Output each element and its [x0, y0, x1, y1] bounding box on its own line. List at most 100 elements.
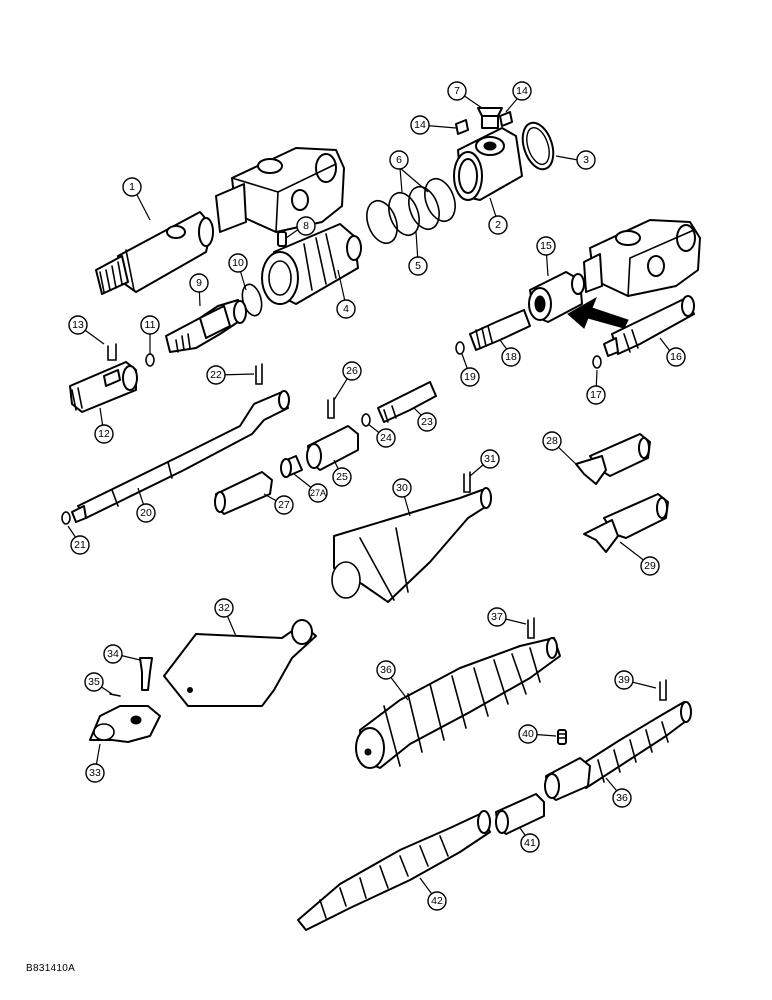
svg-text:26: 26 [346, 365, 358, 377]
part-5-6-o-rings [366, 177, 456, 245]
svg-text:2: 2 [495, 219, 501, 231]
part-41-sleeve [495, 793, 545, 835]
callout-30: 30 [392, 478, 412, 498]
part-34-bolt [139, 657, 153, 691]
svg-text:10: 10 [232, 257, 244, 269]
part-24-ring [361, 413, 371, 427]
svg-text:29: 29 [644, 560, 656, 572]
svg-text:11: 11 [145, 319, 156, 331]
part-23-stem [377, 381, 437, 423]
svg-text:9: 9 [196, 277, 202, 289]
svg-text:14: 14 [414, 119, 426, 131]
fitting-14-left [455, 119, 469, 135]
svg-text:28: 28 [546, 435, 558, 447]
callout-42: 42 [427, 891, 447, 911]
callout-10: 10 [228, 253, 248, 273]
svg-text:37: 37 [491, 611, 503, 623]
part-28-blade [575, 433, 651, 485]
callout-17: 17 [586, 385, 606, 405]
valve-body-right [583, 219, 701, 297]
callout-40: 40 [518, 724, 538, 744]
svg-text:35: 35 [88, 676, 100, 688]
part-19-ring [455, 341, 465, 355]
part-38-small-auger [544, 701, 692, 801]
callout-37: 37 [487, 607, 507, 627]
svg-text:1: 1 [129, 181, 135, 193]
svg-text:3: 3 [583, 154, 589, 166]
svg-text:25: 25 [336, 471, 348, 483]
callout-11: 11 [140, 315, 160, 335]
callout-21: 21 [70, 535, 90, 555]
callout-5: 5 [408, 256, 428, 276]
fitting-14-right [499, 111, 513, 127]
callout-28: 28 [542, 431, 562, 451]
part-9-spool-end [165, 299, 247, 353]
valve-body-left [215, 147, 345, 233]
part-2-housing [453, 107, 523, 201]
callout-27: 27 [274, 495, 294, 515]
svg-text:20: 20 [140, 507, 152, 519]
part-20-long-shaft [71, 390, 290, 523]
figure-reference-code: B831410A [26, 963, 76, 974]
part-39-clip [659, 679, 667, 701]
callout-15: 15 [536, 236, 556, 256]
svg-text:4: 4 [343, 303, 349, 315]
svg-text:21: 21 [74, 539, 86, 551]
svg-text:40: 40 [522, 728, 534, 740]
svg-text:27: 27 [278, 499, 290, 511]
callout-14-right: 14 [512, 81, 532, 101]
part-29-blade [583, 493, 669, 553]
svg-text:27A: 27A [310, 488, 326, 498]
callout-12: 12 [94, 424, 114, 444]
part-31-clip [463, 471, 471, 493]
svg-text:16: 16 [670, 351, 682, 363]
callout-8: 8 [296, 216, 316, 236]
part-15-coupler [528, 271, 585, 323]
part-3-snap-ring [521, 121, 555, 171]
callout-38: 38 [621, 797, 623, 799]
callout-36-large: 36 [376, 660, 396, 680]
callout-19: 19 [460, 367, 480, 387]
callout-34: 34 [103, 644, 123, 664]
part-22-clip [255, 363, 263, 385]
svg-text:5: 5 [415, 260, 421, 272]
svg-text:41: 41 [524, 837, 536, 849]
svg-text:13: 13 [72, 319, 84, 331]
part-42-tapered-auger [297, 810, 491, 931]
assembly-arrow [567, 296, 629, 329]
callout-35: 35 [84, 672, 104, 692]
part-32-paddle [163, 619, 317, 707]
svg-text:36: 36 [380, 664, 392, 676]
callout-18: 18 [501, 347, 521, 367]
callout-23: 23 [417, 412, 437, 432]
part-21-ring [61, 511, 71, 525]
svg-text:31: 31 [484, 453, 496, 465]
callout-16: 16 [666, 347, 686, 367]
svg-text:24: 24 [380, 432, 392, 444]
callout-4: 4 [336, 299, 356, 319]
svg-text:14: 14 [516, 85, 528, 97]
svg-text:39: 39 [618, 674, 630, 686]
part-30-funnel [331, 487, 492, 603]
part-12-knob [69, 361, 138, 413]
callout-3: 3 [576, 150, 596, 170]
callout-1: 1 [122, 177, 142, 197]
part-4-sleeve [261, 223, 362, 305]
svg-text:32: 32 [218, 602, 230, 614]
part-37-clip [527, 617, 535, 639]
part-40-spring [557, 729, 567, 745]
callout-33: 33 [85, 763, 105, 783]
callout-24: 24 [376, 428, 396, 448]
callout-31: 31 [480, 449, 500, 469]
svg-text:34: 34 [107, 648, 119, 660]
svg-text:23: 23 [421, 416, 433, 428]
svg-text:6: 6 [396, 154, 402, 166]
callout-26: 26 [342, 361, 362, 381]
part-25-sleeve [306, 425, 359, 471]
callout-41: 41 [520, 833, 540, 853]
part-8-pin [277, 231, 287, 247]
part-27a-spacer [280, 455, 303, 478]
part-18-stem [469, 309, 531, 351]
callout-22: 22 [206, 365, 226, 385]
